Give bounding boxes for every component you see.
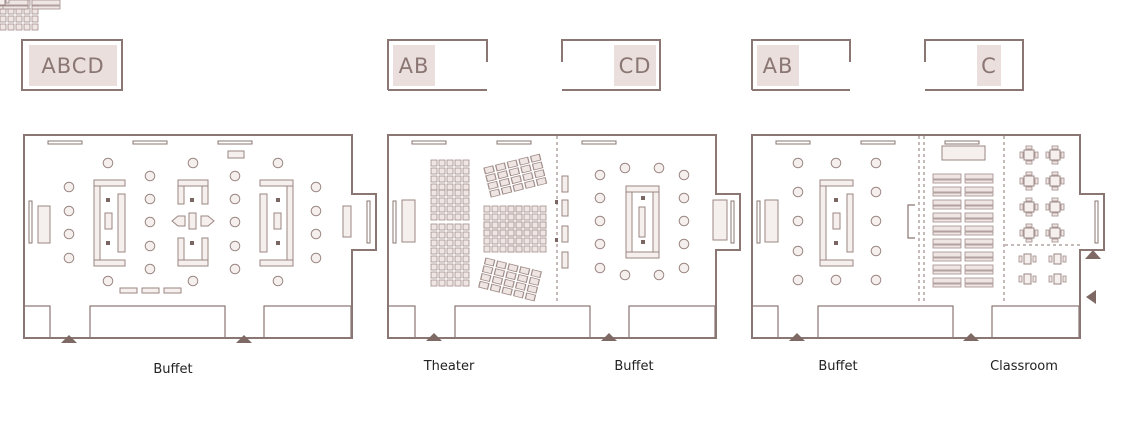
room-tag-cd-label: CD <box>619 54 652 78</box>
room-tag-ab-3-label: AB <box>763 54 794 78</box>
buffet-station-3 <box>259 179 294 267</box>
room-tag-ab-3: AB <box>751 39 851 91</box>
room-tag-c: C <box>924 39 1024 91</box>
floor-plan-1 <box>23 134 377 343</box>
floor-plan-3 <box>0 0 1105 341</box>
room-tag-abcd-label: ABCD <box>41 54 104 78</box>
square-tables <box>0 0 1065 243</box>
buffet-station-4 <box>625 185 660 259</box>
caption-plan3-right: Classroom <box>990 359 1058 374</box>
buffet-station-2 <box>171 179 215 267</box>
caption-plan3-left: Buffet <box>818 359 857 374</box>
room-tag-ab-2-label: AB <box>399 54 430 78</box>
buffet-station-5 <box>819 179 854 267</box>
room-tag-abcd: ABCD <box>21 39 123 91</box>
caption-plan1: Buffet <box>153 362 192 377</box>
caption-plan2-right: Buffet <box>614 359 653 374</box>
buffet-station-1 <box>93 179 126 267</box>
small-desks <box>1018 253 1067 285</box>
room-tag-cd: CD <box>561 39 661 91</box>
caption-plan2-left: Theater <box>423 359 475 374</box>
classroom-seating <box>0 0 994 288</box>
room-tag-c-label: C <box>981 54 997 78</box>
room-tag-ab-2: AB <box>387 39 488 91</box>
